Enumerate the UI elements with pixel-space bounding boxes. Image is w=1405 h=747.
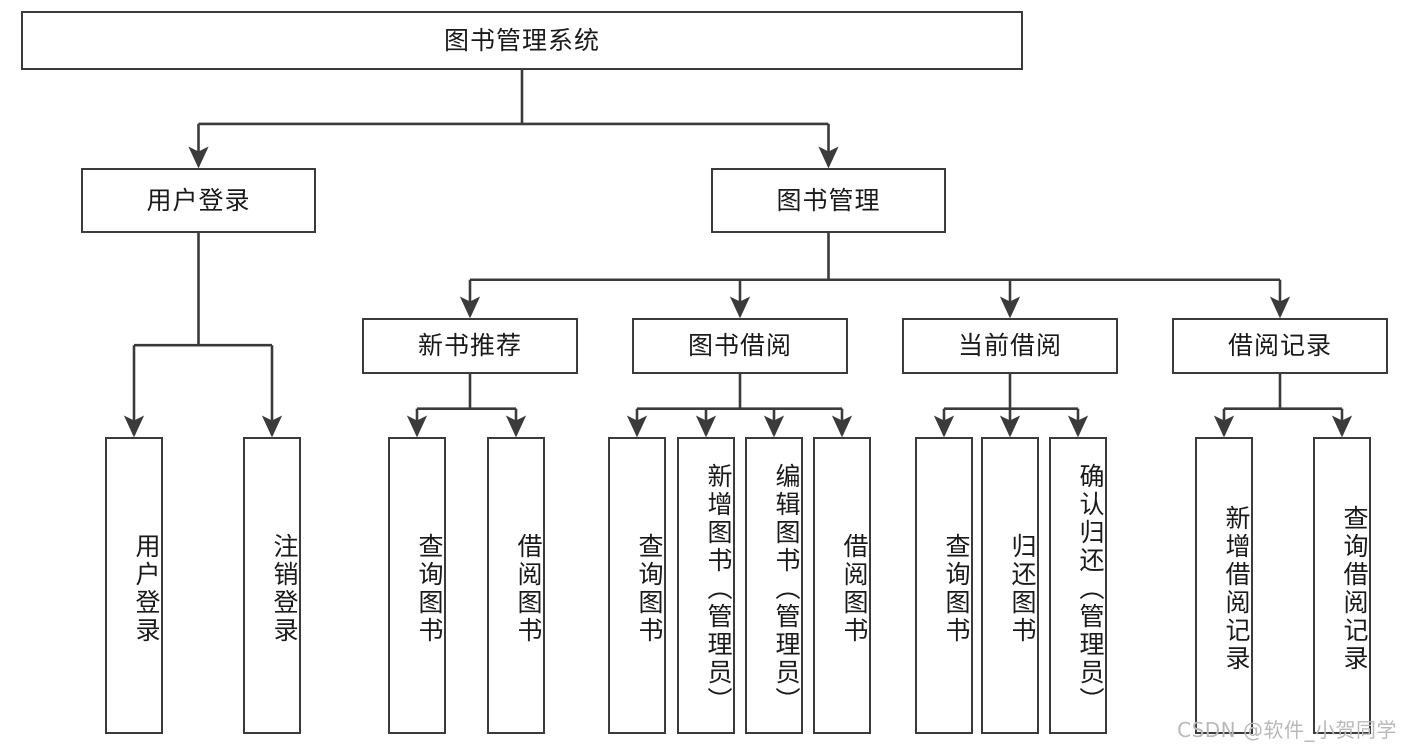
node-label: 查询借阅记录: [1340, 504, 1369, 673]
node-label: 借阅记录: [1227, 331, 1332, 361]
node-label: 新书推荐: [417, 331, 522, 361]
node-label: 确认归还（管理员）: [1076, 462, 1105, 715]
node-leaf-new-1[interactable]: 查询图书: [388, 437, 446, 734]
node-label: 编辑图书（管理员）: [772, 462, 801, 715]
node-leaf-cur-2[interactable]: 归还图书: [981, 437, 1039, 734]
node-label: 新增借阅记录: [1222, 504, 1251, 673]
node-leaf-login-2[interactable]: 注销登录: [243, 437, 301, 734]
node-label: 用户登录: [132, 532, 161, 645]
node-leaf-borrow-1[interactable]: 查询图书: [608, 437, 666, 734]
node-leaf-login-1[interactable]: 用户登录: [105, 437, 163, 734]
node-label: 新增图书（管理员）: [704, 462, 733, 715]
node-leaf-cur-3[interactable]: 确认归还（管理员）: [1049, 437, 1107, 734]
node-bookmgmt[interactable]: 图书管理: [711, 168, 946, 233]
node-label: 查询图书: [635, 532, 664, 645]
node-label: 图书借阅: [687, 331, 792, 361]
node-leaf-borrow-4[interactable]: 借阅图书: [813, 437, 871, 734]
node-leaf-cur-1[interactable]: 查询图书: [915, 437, 973, 734]
node-borrow[interactable]: 图书借阅: [632, 318, 848, 374]
node-newbook[interactable]: 新书推荐: [362, 318, 578, 374]
node-label: 图书管理: [776, 185, 881, 215]
node-current[interactable]: 当前借阅: [902, 318, 1118, 374]
node-label: 借阅图书: [514, 532, 543, 645]
node-leaf-new-2[interactable]: 借阅图书: [487, 437, 545, 734]
node-leaf-borrow-3[interactable]: 编辑图书（管理员）: [745, 437, 803, 734]
node-label: 查询图书: [415, 532, 444, 645]
node-login[interactable]: 用户登录: [81, 168, 316, 233]
node-leaf-borrow-2[interactable]: 新增图书（管理员）: [677, 437, 735, 734]
node-root[interactable]: 图书管理系统: [21, 11, 1023, 70]
node-leaf-rec-2[interactable]: 查询借阅记录: [1313, 437, 1371, 734]
node-label: 注销登录: [270, 532, 299, 645]
node-leaf-rec-1[interactable]: 新增借阅记录: [1195, 437, 1253, 734]
node-label: 当前借阅: [957, 331, 1062, 361]
node-label: 图书管理系统: [443, 25, 600, 55]
node-label: 用户登录: [146, 185, 251, 215]
node-label: 归还图书: [1008, 532, 1037, 645]
node-label: 查询图书: [942, 532, 971, 645]
node-label: 借阅图书: [840, 532, 869, 645]
node-records[interactable]: 借阅记录: [1172, 318, 1388, 374]
